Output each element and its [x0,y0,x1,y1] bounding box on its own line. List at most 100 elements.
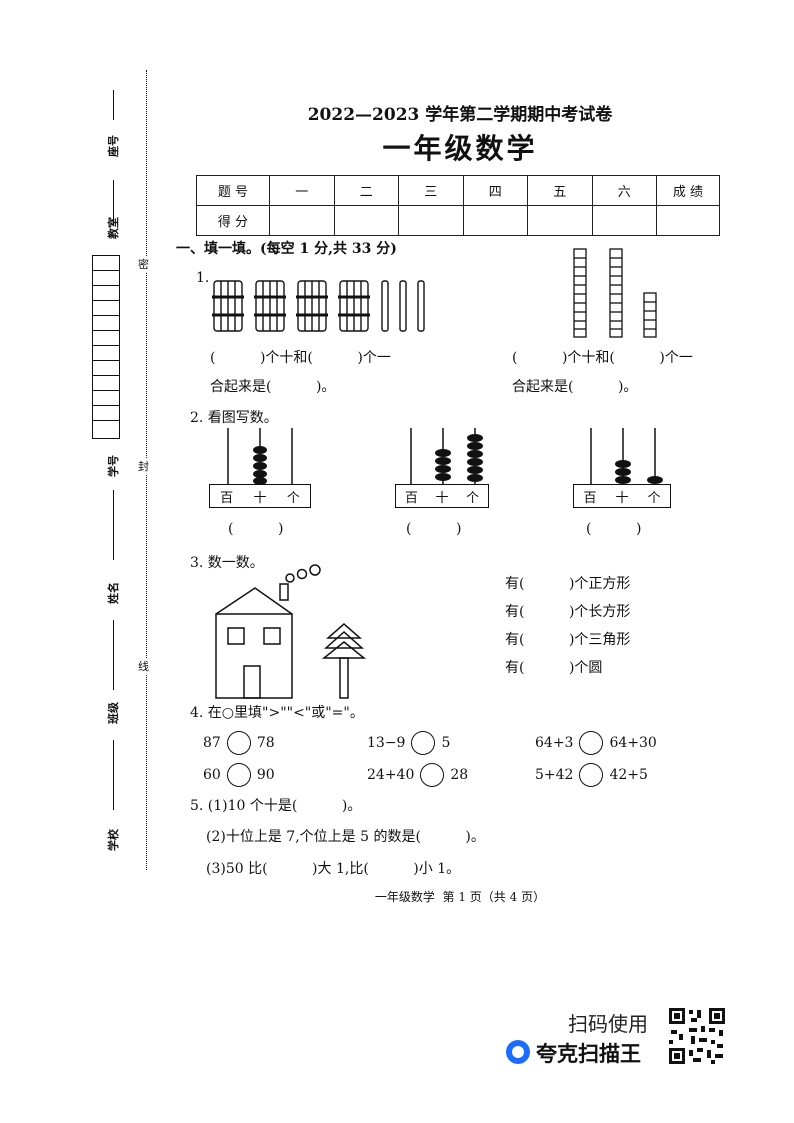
abacus-3 [590,428,663,484]
school-label: 学校 [107,829,120,851]
seat-line [113,90,114,120]
score-input[interactable] [527,205,593,236]
q3-item-squares[interactable]: 有( )个正方形 [505,576,631,592]
abacus-1 [227,428,293,485]
q1-right-answer[interactable]: ( )个十和( )个一 [512,350,693,366]
compare-left: 64+3 [535,735,574,751]
q4-heading: 4. 在○里填">""<"或"="。 [190,705,364,721]
name-line [113,490,114,560]
score-cell: 四 [462,175,528,206]
place-ones: 个 [286,490,300,506]
score-input[interactable] [398,205,464,236]
score-input[interactable] [269,205,335,236]
score-cell: 一 [269,175,335,206]
abacus-2 [410,428,483,484]
scan-label: 扫码使用 [568,1012,648,1036]
place-ones: 个 [466,490,480,506]
section-heading: 一、填一填。(每空 1 分,共 33 分) [176,241,397,257]
compare-item: 13−9 5 [367,731,450,755]
q1-number: 1. [196,270,210,286]
exam-subtitle: 一年级数学 [382,132,538,165]
page-footer: 一年级数学 第 1 页（共 4 页） [374,890,546,904]
score-cell: 得 分 [196,205,270,236]
room-line [113,180,114,225]
q3-item-triangles[interactable]: 有( )个三角形 [505,632,631,648]
compare-item: 5+42 42+5 [535,763,648,787]
compare-item: 60 90 [203,763,275,787]
abacus-1-answer[interactable]: ( ) [228,521,284,537]
compare-right: 5 [441,735,451,751]
compare-right: 64+30 [609,735,657,751]
compare-circle[interactable] [579,731,604,755]
q5-part3[interactable]: (3)50 比( )大 1,比( )小 1。 [206,861,461,877]
q5-part1[interactable]: 5. (1)10 个十是( )。 [190,798,362,814]
room-label: 教室 [107,217,120,239]
sidebar: 座号 教室 学号 姓名 班级 学校 [80,80,150,880]
q1-left-total[interactable]: 合起来是( )。 [210,379,336,395]
bundled-sticks-figure [212,280,425,332]
score-cell: 六 [591,175,657,206]
compare-circle[interactable] [411,731,436,755]
score-input[interactable] [656,205,720,236]
exam-title: 2022—2023 学年第二学期期中考试卷 [307,105,613,125]
compare-left: 24+40 [367,767,415,783]
quark-logo [506,1040,530,1064]
compare-circle[interactable] [226,731,251,755]
cut-label-2: 封 [138,458,149,474]
cubes-figure [573,248,657,338]
score-table: 题 号 一 二 三 四 五 六 成 绩 得 分 [196,175,720,236]
compare-item: 24+40 28 [367,763,468,787]
qr-code-icon[interactable] [667,1006,727,1066]
compare-left: 87 [203,735,221,751]
place-hundreds: 百 [404,490,418,506]
cut-label-1: 密 [138,256,149,272]
compare-left: 5+42 [535,767,574,783]
house-tree-figure [215,564,367,699]
compare-right: 78 [256,735,275,751]
q3-item-circles[interactable]: 有( )个圆 [505,660,603,676]
compare-circle[interactable] [579,763,604,787]
q3-item-rectangles[interactable]: 有( )个长方形 [505,604,631,620]
class-line [113,620,114,690]
abacus-2-answer[interactable]: ( ) [406,521,462,537]
school-line [113,740,114,810]
place-tens: 十 [253,490,267,506]
student-no-label: 学号 [107,455,120,477]
q1-left-answer[interactable]: ( )个十和( )个一 [210,350,391,366]
abacus-1-base: 百 十 个 [209,484,311,508]
score-cell: 三 [398,175,464,206]
abacus-2-base: 百 十 个 [395,484,489,508]
q1-right-total[interactable]: 合起来是( )。 [512,379,638,395]
compare-left: 13−9 [367,735,406,751]
q5-part2[interactable]: (2)十位上是 7,个位上是 5 的数是( )。 [206,829,485,845]
place-hundreds: 百 [583,490,597,506]
compare-item: 64+3 64+30 [535,731,657,755]
compare-right: 28 [450,767,469,783]
compare-left: 60 [203,767,221,783]
score-input[interactable] [333,205,399,236]
class-label: 班级 [107,702,120,724]
score-cell: 二 [333,175,399,206]
score-input[interactable] [591,205,657,236]
cut-label-3: 线 [138,658,149,674]
score-cell: 成 绩 [656,175,720,206]
q3-heading: 3. 数一数。 [190,555,264,571]
place-tens: 十 [435,490,449,506]
score-cell: 题 号 [196,175,270,206]
place-hundreds: 百 [220,490,234,506]
place-tens: 十 [615,490,629,506]
compare-right: 42+5 [609,767,648,783]
name-label: 姓名 [107,582,120,604]
compare-circle[interactable] [420,763,445,787]
score-cell: 五 [527,175,593,206]
abacus-3-base: 百 十 个 [573,484,671,508]
compare-right: 90 [256,767,275,783]
brand-name: 夸克扫描王 [536,1042,641,1066]
q2-heading: 2. 看图写数。 [190,410,278,426]
score-input[interactable] [462,205,528,236]
compare-circle[interactable] [226,763,251,787]
place-ones: 个 [647,490,661,506]
abacus-3-answer[interactable]: ( ) [586,521,642,537]
student-no-boxes [92,255,120,439]
compare-item: 87 78 [203,731,275,755]
